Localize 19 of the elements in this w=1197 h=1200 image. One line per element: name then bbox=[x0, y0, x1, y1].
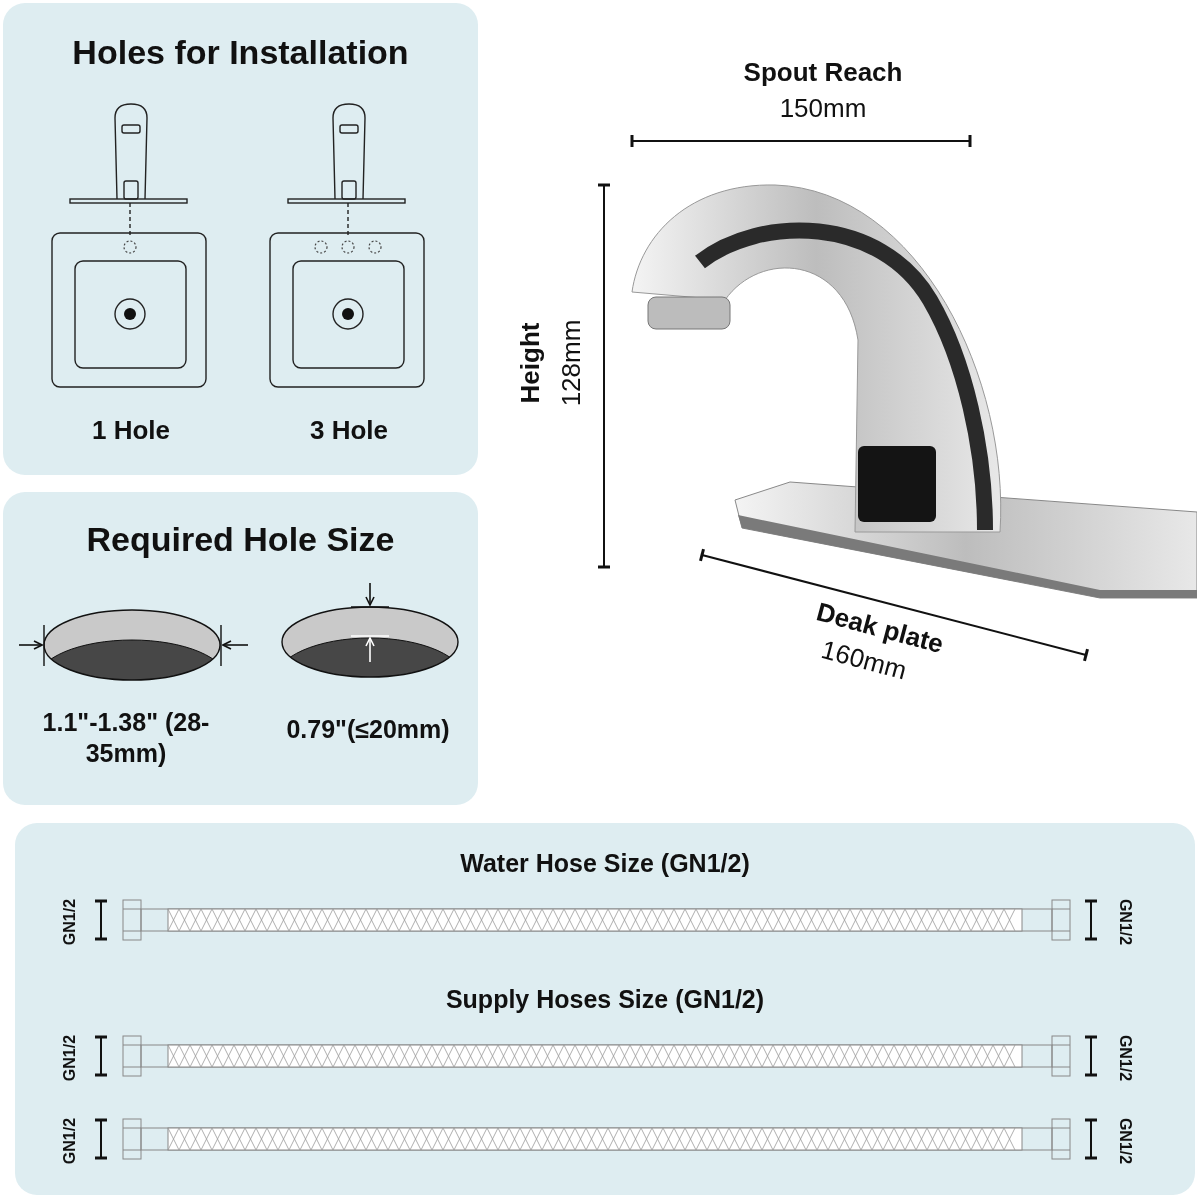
thread-size-label: GN1/2 bbox=[60, 1034, 79, 1082]
option-label: 3 Hole bbox=[310, 413, 388, 447]
option-label: 1 Hole bbox=[92, 413, 170, 447]
thread-size-label: GN1/2 bbox=[60, 1117, 79, 1165]
thread-size-label: GN1/2 bbox=[60, 898, 79, 946]
thread-size-label: GN1/2 bbox=[1116, 898, 1135, 946]
info-panel bbox=[3, 3, 478, 475]
dimension-label: Height bbox=[513, 322, 546, 404]
dimension-value: 128mm bbox=[554, 319, 587, 407]
dimension-value: 0.79"(≤20mm) bbox=[286, 714, 450, 746]
dimension-label: Spout Reach bbox=[743, 55, 903, 89]
panel-heading: Required Hole Size bbox=[85, 520, 396, 559]
dimension-value: 1.1"-1.38" (28-35mm) bbox=[41, 706, 211, 769]
thread-size-label: GN1/2 bbox=[1116, 1034, 1135, 1082]
panel-heading: Holes for Installation bbox=[71, 33, 410, 72]
panel-heading: Supply Hoses Size (GN1/2) bbox=[444, 985, 766, 1014]
thread-size-label: GN1/2 bbox=[1116, 1117, 1135, 1165]
dimension-value: 150mm bbox=[779, 91, 867, 125]
panel-heading: Water Hose Size (GN1/2) bbox=[459, 849, 751, 878]
